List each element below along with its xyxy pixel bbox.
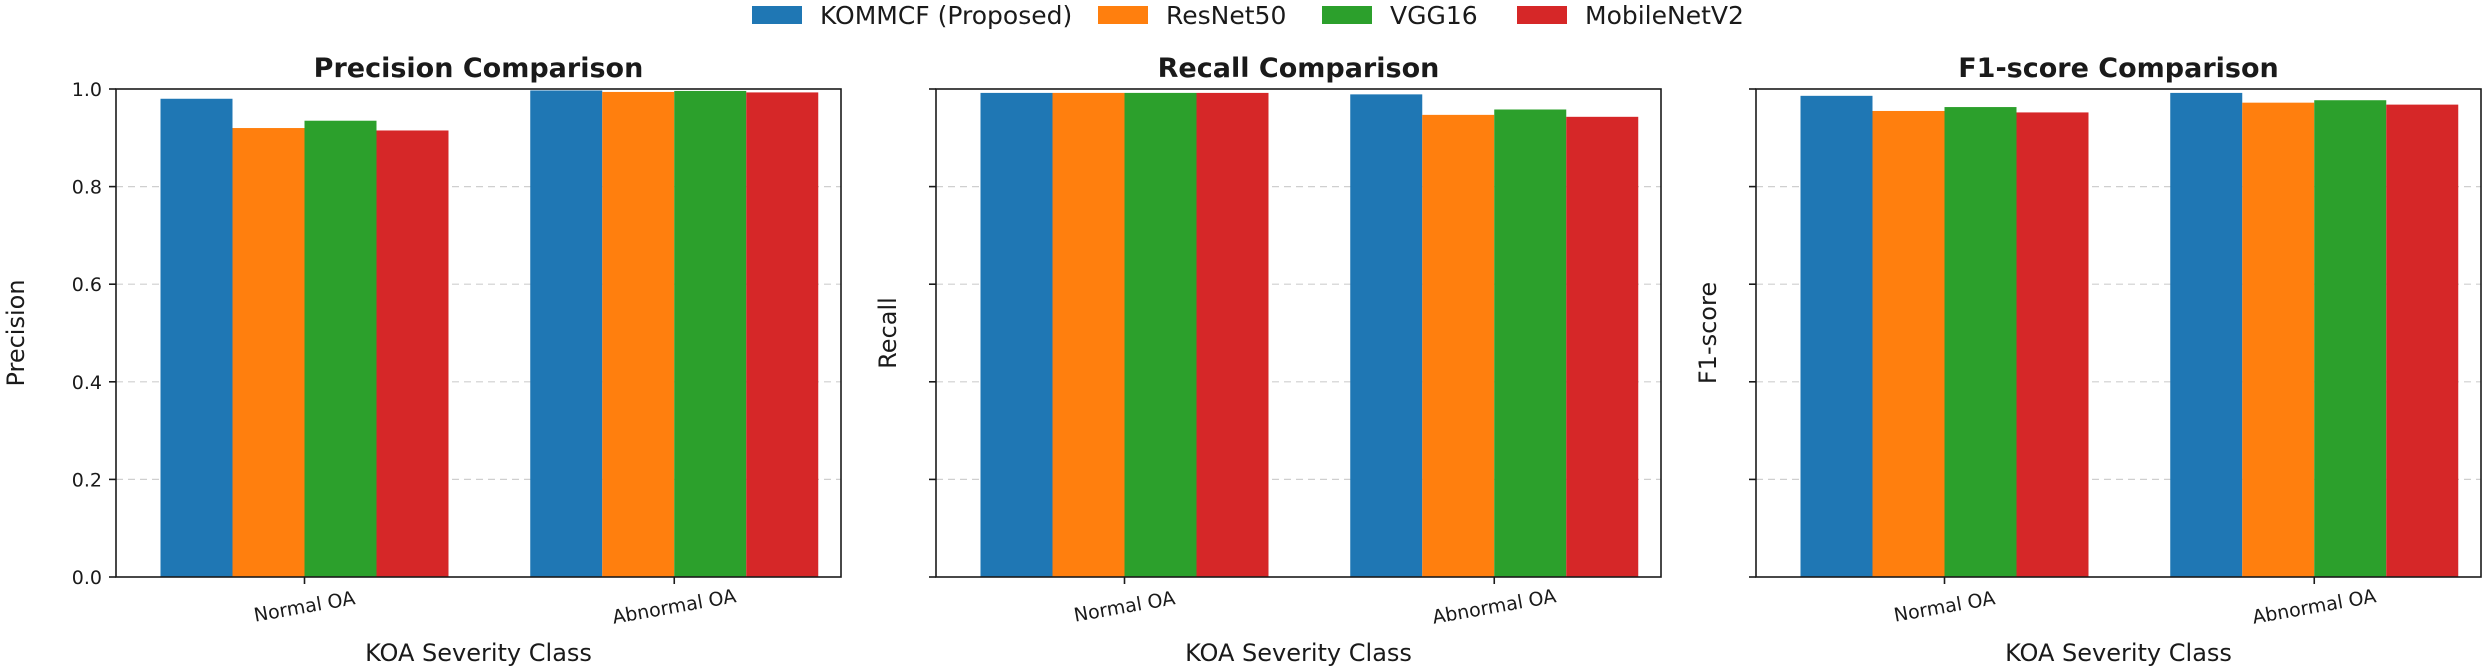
bar-resnet50-1 [2242,102,2315,577]
x-axis-label: KOA Severity Class [2005,639,2232,667]
bar-vgg16-0 [1944,107,2017,577]
bar-mobilenetv2-0 [2016,112,2089,577]
chart-panel-2: Normal OA Abnormal OA F1-score ComparisonK… [1694,53,2482,667]
bar-resnet50-1 [1422,114,1495,577]
y-tick-label: 0.6 [72,274,102,296]
y-axis-label: Recall [874,297,902,369]
x-axis-label: KOA Severity Class [365,639,592,667]
bar-kommcf-proposed-0 [1800,95,1873,577]
bar-vgg16-1 [674,90,747,578]
bar-resnet50-0 [1872,110,1945,578]
bar-kommcf-proposed-0 [980,92,1053,578]
legend-swatch-2 [1322,6,1372,24]
x-tick-label: Abnormal OA [2251,585,2378,628]
bar-kommcf-proposed-1 [530,90,603,578]
bar-mobilenetv2-0 [1196,92,1269,578]
chart-title: Precision Comparison [314,53,644,84]
legend-label-0: KOMMCF (Proposed) [820,1,1072,30]
y-axis-label: F1-score [1694,282,1722,384]
bar-resnet50-0 [1052,92,1125,578]
x-tick-label: Normal OA [1892,587,1997,626]
y-tick-label: 1.0 [72,79,102,101]
chart-title: F1-score Comparison [1958,53,2279,84]
bar-kommcf-proposed-1 [1350,94,1423,578]
legend-label-2: VGG16 [1390,1,1478,30]
bar-vgg16-1 [2314,100,2387,577]
legend-label-3: MobileNetV2 [1585,1,1744,30]
bar-vgg16-0 [1124,92,1197,578]
bar-vgg16-1 [1494,109,1567,577]
bar-resnet50-1 [602,91,675,577]
bar-kommcf-proposed-0 [160,98,233,577]
x-tick-label: Abnormal OA [1431,585,1558,628]
legend-swatch-0 [752,6,802,24]
bar-mobilenetv2-0 [376,130,449,578]
legend-label-1: ResNet50 [1166,1,1286,30]
bar-vgg16-0 [304,120,377,577]
x-tick-label: Normal OA [1072,587,1177,626]
y-tick-label: 0.0 [72,567,102,589]
x-axis-label: KOA Severity Class [1185,639,1412,667]
bar-mobilenetv2-1 [1566,116,1639,577]
bar-resnet50-0 [232,128,305,578]
y-axis-label: Precision [2,279,30,386]
y-tick-label: 0.8 [72,177,102,199]
bar-mobilenetv2-1 [746,92,819,577]
legend-swatch-1 [1098,6,1148,24]
legend-swatch-3 [1517,6,1567,24]
plot-frame [1755,88,2482,578]
chart-title: Recall Comparison [1158,53,1440,84]
x-tick-label: Normal OA [252,587,357,626]
plot-frame [115,88,842,578]
y-tick-label: 0.2 [72,469,102,491]
bar-kommcf-proposed-1 [2170,92,2243,578]
chart-panel-1: Normal OA Abnormal OA Recall ComparisonKOA… [874,53,1662,667]
plot-frame [935,88,1662,578]
bar-mobilenetv2-1 [2386,104,2459,577]
legend: KOMMCF (Proposed) ResNet50 VGG16 MobileNetV… [752,1,1744,30]
y-tick-label: 0.4 [72,372,102,394]
x-tick-label: Abnormal OA [611,585,738,628]
